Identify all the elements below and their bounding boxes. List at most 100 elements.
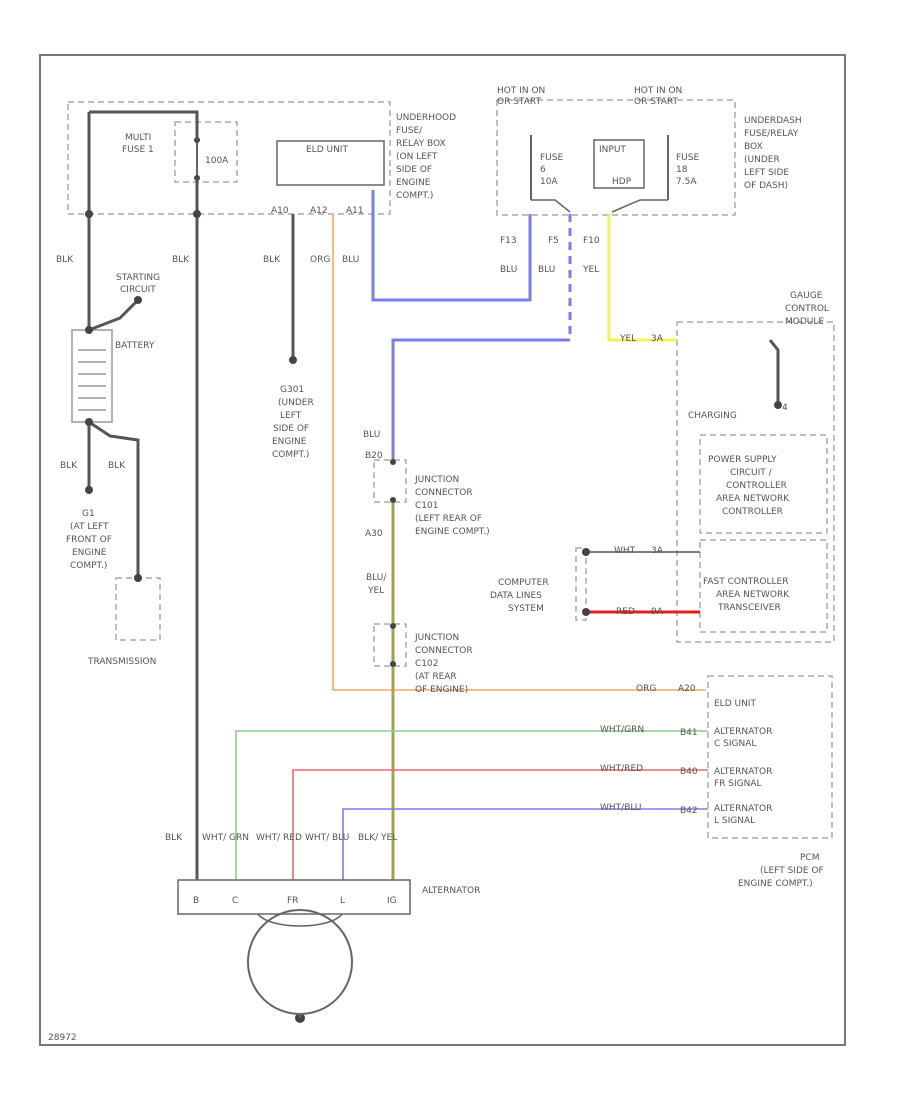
label-eld-unit: ELD UNIT bbox=[714, 699, 756, 709]
label-power-supply-0: POWER SUPPLY bbox=[708, 455, 777, 465]
label-pin-f13: F13 bbox=[500, 236, 517, 246]
label-pin-b42: B42 bbox=[680, 806, 698, 816]
label-blu: BLU bbox=[363, 430, 380, 440]
label-gauge-2: MODULE bbox=[785, 317, 824, 327]
label-computer-data-2: SYSTEM bbox=[508, 604, 544, 614]
label-pcm-2: ENGINE COMPT.) bbox=[738, 879, 813, 889]
label-underdash-1: FUSE/RELAY bbox=[744, 129, 799, 139]
label-pin-a30: A30 bbox=[365, 529, 383, 539]
junction-connector-c101 bbox=[373, 459, 407, 503]
label-pin-a12: A12 bbox=[310, 206, 328, 216]
battery-symbol bbox=[71, 329, 113, 423]
label-gauge-1: CONTROL bbox=[785, 304, 829, 314]
label-junction2-3: (AT REAR bbox=[415, 672, 457, 682]
underhood-fuse-box bbox=[67, 101, 391, 215]
label-transmission: TRANSMISSION bbox=[87, 657, 156, 667]
label-fast-controller-2: TRANSCEIVER bbox=[717, 603, 781, 613]
wire-starting-circuit bbox=[88, 298, 140, 332]
label-relay-hdp: HDP bbox=[612, 177, 632, 187]
label-wht: WHT bbox=[614, 546, 636, 556]
label-g301-4: ENGINE bbox=[272, 437, 307, 447]
label-gauge-0: GAUGE bbox=[790, 291, 823, 301]
diagram-border bbox=[39, 54, 846, 1046]
label-multi-fuse-1: MULTI bbox=[125, 133, 151, 143]
label-g1-0: G1 bbox=[82, 509, 95, 519]
label-fuse-18-a: FUSE bbox=[676, 153, 699, 163]
label-underdash-0: UNDERDASH bbox=[744, 116, 802, 126]
label-fuse-6-b: 6 bbox=[540, 165, 546, 175]
label-g1-2: FRONT OF bbox=[66, 535, 112, 545]
label-wire-blk-left: BLK bbox=[56, 255, 74, 265]
label-underhood-1: FUSE/ bbox=[396, 126, 423, 136]
alternator-connector bbox=[177, 879, 411, 915]
label-bottom-blk: BLK bbox=[165, 833, 183, 843]
label-junction2-1: CONNECTOR bbox=[415, 646, 473, 656]
label-fuse-6-a: FUSE bbox=[540, 153, 563, 163]
label-underhood-0: UNDERHOOD bbox=[396, 113, 456, 123]
label-junction1-2: C101 bbox=[415, 501, 438, 511]
wire-blu-f13 bbox=[371, 190, 532, 302]
label-alt-pin-l: L bbox=[340, 896, 345, 906]
transmission-box bbox=[115, 577, 161, 641]
gauge-control-module-box bbox=[676, 321, 835, 643]
label-hot-left-1: HOT IN ON bbox=[497, 86, 545, 96]
label-underdash-5: OF DASH) bbox=[744, 181, 788, 191]
label-pcm-0: PCM bbox=[800, 853, 819, 863]
label-pin-f5: F5 bbox=[548, 236, 559, 246]
label-yel-wire: YEL bbox=[619, 334, 636, 344]
relay-small-box bbox=[593, 139, 645, 189]
label-hot-right-1: HOT IN ON bbox=[634, 86, 682, 96]
label-alt-l-0: ALTERNATOR bbox=[714, 804, 772, 814]
label-pin-b40: B40 bbox=[680, 767, 698, 777]
label-pin-9a: 9A bbox=[651, 607, 664, 617]
label-dash-wire-blu2: BLU bbox=[538, 265, 555, 275]
label-alt-l-1: L SIGNAL bbox=[714, 816, 755, 826]
wire-blu-junction bbox=[391, 338, 570, 460]
wire-blk-battery-to-fuse bbox=[87, 110, 199, 214]
label-pin-3a: 3A bbox=[651, 546, 664, 556]
label-fuse-100a: 100A bbox=[205, 156, 229, 166]
label-fast-controller-1: AREA NETWORK bbox=[716, 590, 790, 600]
label-bottom-wht-blu: WHT/ BLU bbox=[305, 833, 349, 843]
label-pin-4: 4 bbox=[782, 403, 788, 413]
label-hot-right-2: OR START bbox=[634, 97, 678, 107]
label-fuse-18-b: 18 bbox=[676, 165, 688, 175]
label-relay-input: INPUT bbox=[599, 145, 626, 155]
wire-org-eld bbox=[332, 214, 706, 691]
label-computer-data-1: DATA LINES bbox=[490, 591, 542, 601]
label-alt-c-1: C SIGNAL bbox=[714, 739, 756, 749]
label-alt-c-0: ALTERNATOR bbox=[714, 727, 772, 737]
computer-data-box bbox=[575, 547, 587, 621]
label-power-supply-2: CONTROLLER bbox=[726, 481, 787, 491]
label-junction2-0: JUNCTION bbox=[414, 633, 459, 643]
label-org: ORG bbox=[636, 684, 656, 694]
label-junction2-2: C102 bbox=[415, 659, 438, 669]
label-fast-controller-0: FAST CONTROLLER bbox=[703, 577, 788, 587]
label-wht-grn: WHT/GRN bbox=[600, 725, 644, 735]
label-pin-a20: A20 bbox=[678, 684, 696, 694]
eld-unit-box-top bbox=[276, 140, 385, 186]
label-underhood-3: (ON LEFT bbox=[396, 152, 438, 162]
label-underhood-2: RELAY BOX bbox=[396, 139, 446, 149]
label-hot-left-2: OR START bbox=[497, 97, 541, 107]
label-g301-2: LEFT bbox=[280, 411, 302, 421]
label-wire-blk-c: BLK bbox=[108, 461, 126, 471]
label-bottom-blk-yel: BLK/ YEL bbox=[358, 833, 397, 843]
label-starting-circuit-2: CIRCUIT bbox=[120, 285, 156, 295]
multi-fuse-box bbox=[174, 121, 238, 183]
alternator-linkage bbox=[257, 913, 343, 927]
label-junction1-3: (LEFT REAR OF bbox=[415, 514, 482, 524]
label-dash-wire-blu1: BLU bbox=[500, 265, 517, 275]
label-alt-pin-fr: FR bbox=[287, 896, 298, 906]
battery-cells bbox=[78, 349, 106, 411]
label-pcm-1: (LEFT SIDE OF bbox=[760, 866, 824, 876]
label-power-supply-3: AREA NETWORK bbox=[716, 494, 790, 504]
label-alt-fr-0: ALTERNATOR bbox=[714, 767, 772, 777]
connection-dots bbox=[85, 210, 782, 1023]
label-pin-3a-yel: 3A bbox=[651, 334, 664, 344]
label-g301-0: G301 bbox=[280, 385, 304, 395]
label-g301-3: SIDE OF bbox=[273, 424, 309, 434]
label-junction2-4: OF ENGINE) bbox=[415, 685, 468, 695]
label-pin-a10: A10 bbox=[271, 206, 289, 216]
label-g1-3: ENGINE bbox=[72, 548, 107, 558]
